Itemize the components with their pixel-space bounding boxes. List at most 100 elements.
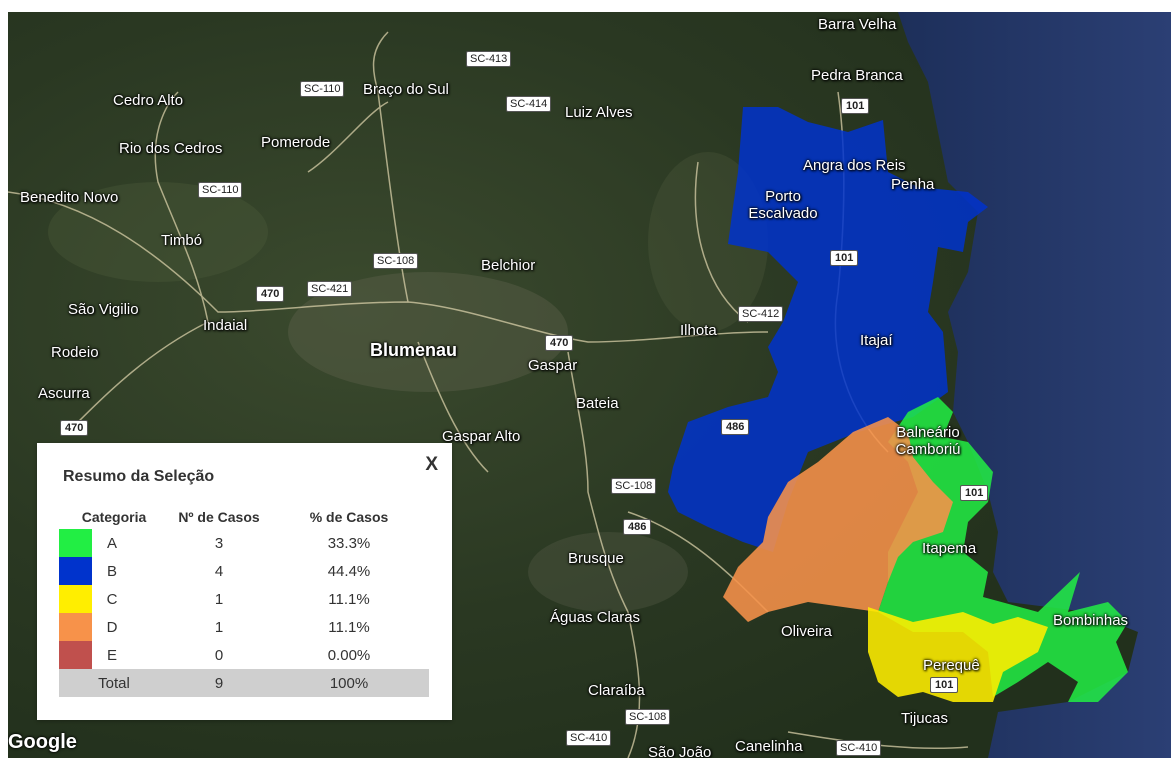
google-logo: Google <box>8 731 77 753</box>
total-label: Total <box>59 669 169 697</box>
summary-table: Categoria Nº de Casos % de Casos A 3 33.… <box>59 509 429 697</box>
column-header-category: Categoria <box>81 509 147 525</box>
color-swatch <box>59 557 92 585</box>
place-label: Oliveira <box>781 623 832 640</box>
place-label: Timbó <box>161 232 203 249</box>
category-cell: C <box>59 585 169 613</box>
place-label: Águas Claras <box>550 609 641 626</box>
category-label: E <box>106 646 117 664</box>
cases-cell: 3 <box>214 534 224 552</box>
cases-cell: 1 <box>214 590 224 608</box>
road-shield: SC-414 <box>506 96 552 112</box>
place-label: Itajaí <box>860 332 893 349</box>
place-label: Tijucas <box>901 710 948 727</box>
category-cell: A <box>59 529 169 557</box>
table-row: D 1 11.1% <box>59 613 429 641</box>
total-cases: 9 <box>169 669 269 697</box>
road-shield: SC-108 <box>611 478 657 494</box>
region-category-b[interactable] <box>668 107 988 552</box>
category-label: C <box>106 590 118 608</box>
place-label: Braço do Sul <box>363 81 449 98</box>
road-shield: 101 <box>830 250 859 266</box>
place-label: Balneário Camboriú <box>895 424 961 458</box>
place-label: Indaial <box>203 317 248 334</box>
road-shield: SC-410 <box>566 730 612 746</box>
road-shield: 101 <box>930 677 959 693</box>
category-cell: B <box>59 557 169 585</box>
selection-summary-panel: Resumo da Seleção X Categoria Nº de Caso… <box>37 443 452 720</box>
table-row: E 0 0.00% <box>59 641 429 669</box>
road-shield: SC-110 <box>300 81 345 97</box>
road-shield: 470 <box>545 335 574 351</box>
place-label: Angra dos Reis <box>803 157 906 174</box>
color-swatch <box>59 613 92 641</box>
place-label: Benedito Novo <box>20 189 119 206</box>
road-shield: SC-108 <box>625 709 671 725</box>
category-label: D <box>106 618 118 636</box>
place-label: Gaspar <box>528 357 578 374</box>
road-shield: SC-413 <box>466 51 512 67</box>
place-label: Luiz Alves <box>565 104 633 121</box>
place-label: Rodeio <box>51 344 99 361</box>
panel-title: Resumo da Seleção <box>63 468 215 485</box>
category-label: B <box>106 562 117 580</box>
place-label: Pedra Branca <box>811 67 903 84</box>
road-shield: 101 <box>841 98 870 114</box>
road-shield: SC-410 <box>836 740 882 756</box>
road-shield: 470 <box>60 420 89 436</box>
percent-cell: 33.3% <box>327 534 371 552</box>
place-label: Belchior <box>481 257 536 274</box>
road-shield: 486 <box>721 419 750 435</box>
category-cell: D <box>59 613 169 641</box>
place-label: Pomerode <box>261 134 331 151</box>
place-label: Canelinha <box>735 738 803 755</box>
category-label: A <box>106 534 117 552</box>
place-label: Rio dos Cedros <box>119 140 223 157</box>
place-label: Ilhota <box>680 322 717 339</box>
table-row: C 1 11.1% <box>59 585 429 613</box>
place-label: Gaspar Alto <box>442 428 521 445</box>
place-label: Cedro Alto <box>113 92 184 109</box>
road-shield: SC-412 <box>738 306 784 322</box>
road-shield: SC-108 <box>373 253 419 269</box>
total-percent: 100% <box>269 669 429 697</box>
category-cell: E <box>59 641 169 669</box>
road-shield: SC-110 <box>198 182 243 198</box>
cases-cell: 0 <box>214 646 224 664</box>
region-category-d[interactable] <box>723 417 953 622</box>
region-category-c[interactable] <box>868 607 1048 702</box>
color-swatch <box>59 585 92 613</box>
table-row: B 4 44.4% <box>59 557 429 585</box>
place-label: São João <box>648 744 712 758</box>
color-swatch <box>59 641 92 669</box>
terrain-patch <box>528 532 688 612</box>
place-label: Blumenau <box>370 340 458 360</box>
road-shield: 470 <box>256 286 285 302</box>
percent-cell: 11.1% <box>328 590 370 608</box>
place-label: Perequê <box>923 657 980 674</box>
cases-cell: 4 <box>214 562 224 580</box>
percent-cell: 11.1% <box>328 618 370 636</box>
terrain-patch <box>288 272 568 392</box>
place-label: Bateia <box>576 395 619 412</box>
place-label: Porto Escalvado <box>748 188 818 222</box>
place-label: São Vigilio <box>68 301 139 318</box>
road-shield: SC-421 <box>307 281 353 297</box>
road-shield: 101 <box>960 485 989 501</box>
percent-cell: 44.4% <box>327 562 371 580</box>
place-label: Itapema <box>922 540 977 557</box>
table-header-row: Categoria Nº de Casos % de Casos <box>59 509 429 529</box>
table-row: A 3 33.3% <box>59 529 429 557</box>
place-label: Ascurra <box>38 385 90 402</box>
road-shield: 486 <box>623 519 652 535</box>
place-label: Barra Velha <box>818 16 897 33</box>
place-label: Penha <box>891 176 935 193</box>
column-header-cases: Nº de Casos <box>178 509 260 525</box>
percent-cell: 0.00% <box>327 646 371 664</box>
color-swatch <box>59 529 92 557</box>
total-row: Total 9 100% <box>59 669 429 697</box>
close-button[interactable]: X <box>425 454 438 475</box>
place-label: Bombinhas <box>1053 612 1129 629</box>
place-label: Claraíba <box>588 682 645 699</box>
terrain-patch <box>48 182 268 282</box>
